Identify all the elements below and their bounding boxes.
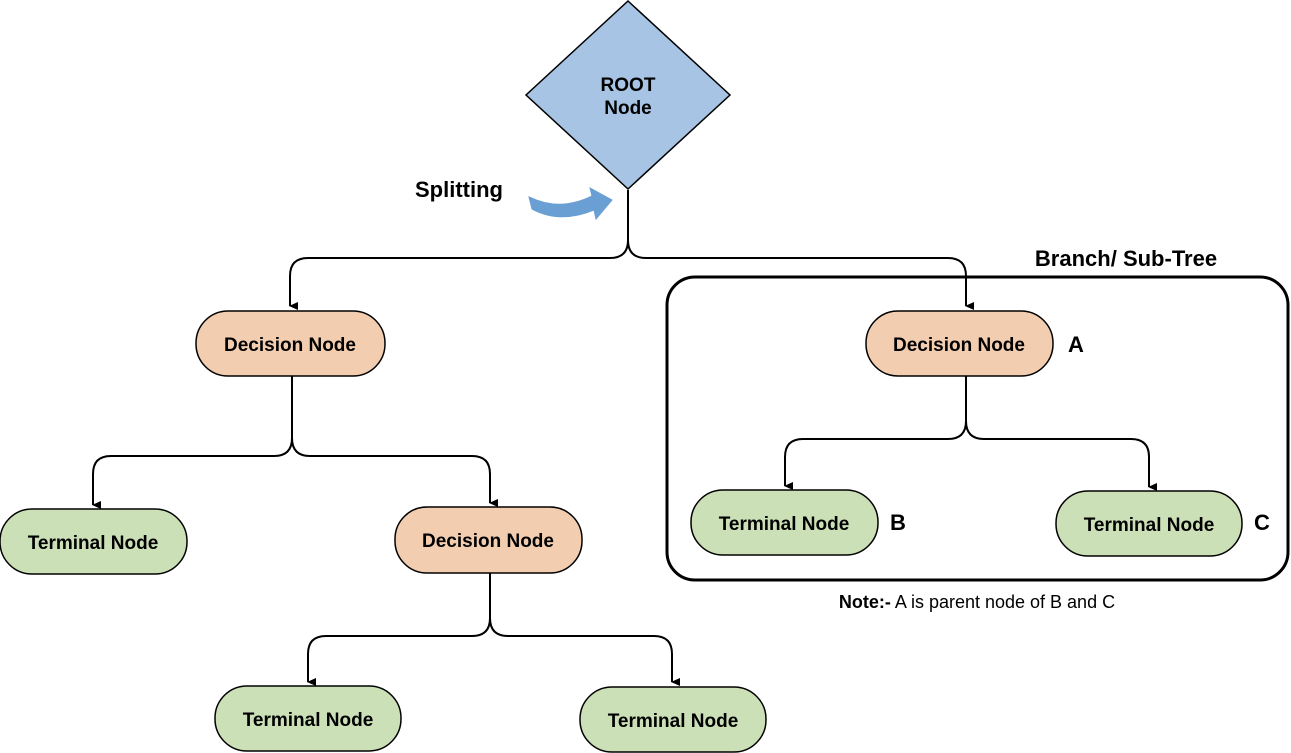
decision-node-a-label: Decision Node [893, 335, 1025, 356]
terminal-node-bottom-right-label: Terminal Node [608, 711, 739, 732]
connectors [92, 190, 1157, 686]
terminal-node-c: Terminal Node [1055, 490, 1243, 557]
letter-b: B [890, 510, 906, 535]
edge-decision-a-terminal-c [965, 420, 1157, 491]
edge-decision-mid-terminal-bottom-right [489, 617, 680, 686]
decision-node-left: Decision Node [195, 310, 386, 377]
root-label-line2: Node [604, 98, 652, 119]
root-label-line1: ROOT [601, 75, 656, 96]
letter-a: A [1068, 332, 1084, 357]
note-text: A is parent node of B and C [891, 592, 1115, 612]
letter-c: C [1254, 510, 1270, 535]
terminal-node-c-label: Terminal Node [1084, 515, 1215, 536]
splitting-label: Splitting [415, 177, 503, 202]
terminal-node-b-label: Terminal Node [719, 514, 850, 535]
splitting-arrow-icon [528, 187, 613, 221]
edge-decision-left-terminal-left [92, 376, 293, 509]
terminal-node-left: Terminal Node [0, 508, 188, 575]
branch-subtree-box [665, 275, 1290, 582]
terminal-node-bottom-right: Terminal Node [579, 686, 767, 753]
decision-node-mid: Decision Node [394, 506, 583, 574]
edge-decision-mid-terminal-bottom-left [307, 573, 491, 686]
decision-node-left-label: Decision Node [224, 335, 356, 356]
root-diamond-shape [524, 0, 732, 191]
edge-decision-left-decision-mid [291, 437, 498, 507]
root-node: ROOT Node [524, 0, 732, 191]
terminal-node-left-label: Terminal Node [28, 533, 159, 554]
edge-root-decision-left [289, 190, 629, 310]
terminal-node-b: Terminal Node [690, 489, 879, 556]
terminal-node-bottom-left: Terminal Node [214, 685, 402, 752]
note: Note:- A is parent node of B and C [839, 592, 1115, 612]
branch-label: Branch/ Sub-Tree [1035, 246, 1217, 271]
note-prefix: Note:- [839, 592, 891, 612]
decision-node-mid-label: Decision Node [422, 531, 554, 552]
edge-root-decision-a [627, 239, 974, 310]
terminal-node-bottom-left-label: Terminal Node [243, 710, 374, 731]
edge-decision-a-terminal-b [784, 376, 967, 490]
decision-node-a: Decision Node [865, 310, 1054, 377]
